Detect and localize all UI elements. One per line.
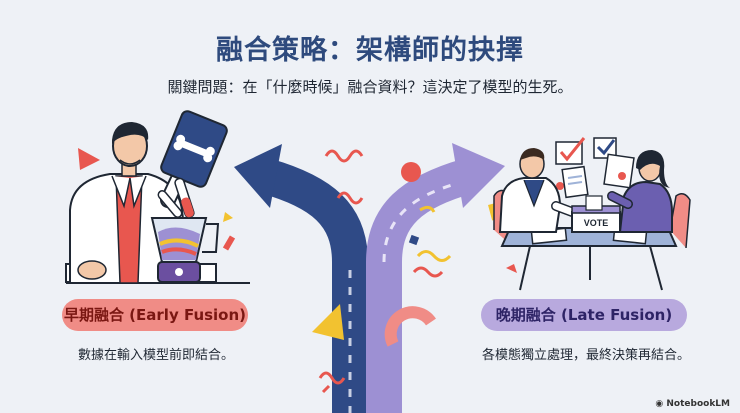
late-fusion-label: 晚期融合 (Late Fusion) xyxy=(481,299,687,331)
early-fusion-illustration xyxy=(65,110,250,284)
left-arrow-head xyxy=(234,144,282,208)
vote-box-label: VOTE xyxy=(584,218,609,228)
confetti xyxy=(78,148,564,394)
early-fusion-label: 早期融合 (Early Fusion) xyxy=(62,299,248,331)
right-arrow-head xyxy=(452,143,505,208)
late-fusion-description: 各模態獨立處理，最終決策再結合。 xyxy=(481,348,690,363)
left-arrow-path xyxy=(260,158,368,413)
notebooklm-logo-icon: ◉ xyxy=(655,399,667,409)
brand-text: NotebookLM xyxy=(666,399,730,409)
fork-road xyxy=(234,143,505,413)
right-arrow-path xyxy=(366,158,474,413)
late-fusion-illustration: VOTE xyxy=(493,137,691,291)
notebooklm-logo: ◉ NotebookLM xyxy=(655,399,730,409)
early-fusion-description: 數據在輸入模型前即結合。 xyxy=(77,348,234,363)
page-title: 融合策略：架構師的抉擇 xyxy=(216,35,524,66)
page-subtitle: 關鍵問題：在「什麼時候」融合資料？這決定了模型的生死。 xyxy=(167,78,573,96)
